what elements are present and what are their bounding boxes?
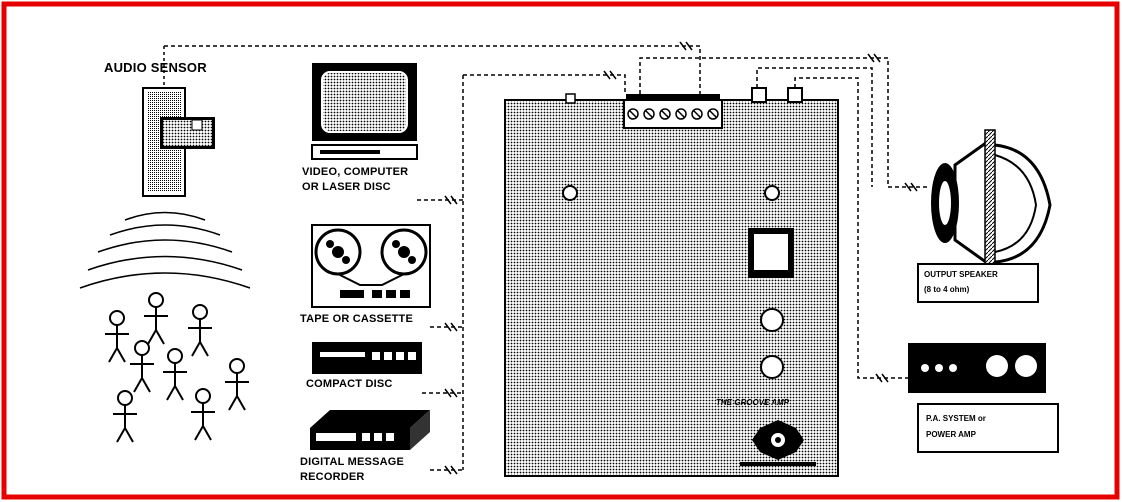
pa-system-label: P.A. SYSTEM or (926, 414, 986, 423)
audio-sensor-icon (142, 46, 215, 197)
speaker-ohm-label: (8 to 4 ohm) (924, 285, 970, 294)
digital-recorder-icon (310, 410, 430, 450)
pa-system-label-box (917, 403, 1059, 453)
tape-label: TAPE OR CASSETTE (300, 313, 414, 325)
audience-icon (105, 292, 249, 443)
digital-message-label: DIGITAL MESSAGE (300, 456, 405, 468)
pa-system-icon (908, 343, 1046, 393)
recorder-label: RECORDER (300, 471, 365, 483)
compact-disc-label: COMPACT DISC (306, 378, 393, 390)
groove-amp-box (504, 87, 839, 477)
tape-reel-icon (311, 224, 431, 308)
laser-disc-label: OR LASER DISC (302, 181, 391, 193)
groove-amp-logo (740, 420, 816, 466)
output-speaker-label-box (917, 263, 1039, 303)
audio-sensor-label: AUDIO SENSOR (104, 60, 207, 75)
video-label: VIDEO, COMPUTER (302, 166, 409, 178)
wiring-lines (164, 45, 930, 471)
power-amp-label: POWER AMP (926, 430, 976, 439)
output-speaker-icon (931, 129, 1052, 276)
cd-player-icon (312, 342, 422, 374)
video-monitor-icon (311, 63, 418, 160)
amp-name-label: THE GROOVE AMP (716, 398, 790, 407)
sound-waves-icon (79, 211, 251, 289)
wire-break-marks (444, 41, 918, 475)
output-speaker-label: OUTPUT SPEAKER (924, 270, 998, 279)
